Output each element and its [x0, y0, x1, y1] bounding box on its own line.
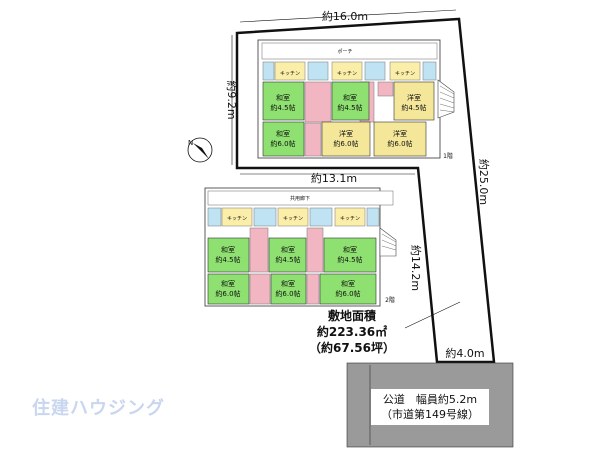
porch — [261, 42, 438, 60]
kitchen-1f-c — [389, 61, 421, 81]
room-2f-r1-c — [323, 237, 377, 273]
svg-text:和室: 和室 — [276, 129, 290, 138]
bath-2f-d — [366, 207, 380, 227]
kitchen-2f-c — [334, 207, 366, 227]
hall-1f-c — [304, 122, 322, 157]
floor-2-label: 2階 — [385, 296, 395, 304]
dim-top: 約16.0m — [322, 9, 368, 23]
hall-2f-c — [249, 273, 271, 305]
svg-text:洋室: 洋室 — [407, 93, 421, 102]
room-1f-r1-a — [262, 81, 305, 121]
svg-text:約6.0帖: 約6.0帖 — [335, 289, 360, 298]
room-1f-r2-a — [262, 121, 305, 157]
svg-text:約6.0帖: 約6.0帖 — [270, 139, 295, 148]
svg-text:和室: 和室 — [341, 279, 355, 288]
svg-text:約6.0帖: 約6.0帖 — [215, 289, 240, 298]
svg-text:約4.5帖: 約4.5帖 — [215, 255, 240, 264]
kitchen-1f-a — [274, 61, 306, 81]
site-area-sqm: 約223.36㎡ — [317, 324, 387, 339]
room-2f-r2-b — [270, 273, 307, 305]
dim-middle: 約13.1m — [311, 171, 357, 185]
dim-right: 約25.0m — [477, 159, 491, 205]
svg-text:キッチン: キッチン — [395, 71, 415, 77]
site-boundary — [235, 17, 496, 364]
road-label-box — [371, 389, 489, 425]
dim-inner-right: 約14.2m — [409, 245, 423, 291]
kitchen-2f-b — [277, 207, 309, 227]
svg-text:約4.5帖: 約4.5帖 — [337, 103, 362, 112]
svg-text:約4.5帖: 約4.5帖 — [275, 255, 300, 264]
kitchen-2f-a — [221, 207, 253, 227]
floor-plan-2f: 共用廊下 キッチン キッチン キッチン 和室 約4.5帖 和室 約4.5帖 和室… — [204, 187, 397, 307]
svg-text:和室: 和室 — [221, 245, 235, 254]
floor-1-label: 1階 — [443, 152, 453, 160]
dim-road-frontage: 約4.0m — [445, 346, 484, 360]
site-area-label: 敷地面積 — [328, 308, 377, 323]
hall-2f-d — [306, 273, 320, 305]
porch-label: ポーチ — [337, 48, 352, 55]
svg-text:約6.0帖: 約6.0帖 — [333, 139, 358, 148]
svg-text:和室: 和室 — [221, 279, 235, 288]
hall-1f-a — [304, 81, 332, 123]
diag-dim-line — [404, 301, 461, 329]
svg-text:和室: 和室 — [276, 93, 290, 102]
svg-text:約4.5帖: 約4.5帖 — [337, 255, 362, 264]
room-2f-r2-a — [207, 273, 250, 305]
svg-text:洋室: 洋室 — [393, 129, 407, 138]
room-1f-r2-b — [321, 121, 371, 157]
svg-text:キッチン: キッチン — [337, 71, 357, 77]
site-area-tsubo: （約67.56坪） — [309, 340, 395, 355]
svg-text:約6.0帖: 約6.0帖 — [387, 139, 412, 148]
room-1f-r1-c — [393, 81, 435, 121]
bath-1f-d — [422, 61, 437, 81]
road-number: （市道第149号線） — [381, 407, 479, 421]
svg-text:キッチン: キッチン — [280, 71, 300, 77]
road-name: 公道 幅員約5.2m — [383, 392, 477, 406]
svg-text:キッチン: キッチン — [227, 216, 247, 222]
bath-1f-b — [307, 61, 329, 81]
svg-text:キッチン: キッチン — [340, 216, 360, 222]
hall-2f-b — [306, 227, 324, 273]
svg-text:キッチン: キッチン — [283, 216, 303, 222]
floor-plan-1f: ポーチ キッチン キッチン キッチン 和室 約4.5帖 和室 約4.5帖 洋室 … — [257, 39, 455, 160]
hall-1f-d — [377, 81, 394, 97]
hall-2f-a — [249, 227, 269, 273]
watermark-logo: 住建ハウジング — [32, 397, 165, 419]
svg-text:約4.5帖: 約4.5帖 — [401, 103, 426, 112]
room-2f-r1-a — [207, 237, 250, 273]
svg-text:約4.5帖: 約4.5帖 — [270, 103, 295, 112]
kitchen-1f-b — [331, 61, 363, 81]
bath-2f-b — [253, 207, 277, 227]
svg-text:和室: 和室 — [343, 245, 357, 254]
svg-text:和室: 和室 — [281, 245, 295, 254]
svg-text:和室: 和室 — [343, 93, 357, 102]
room-2f-r1-b — [268, 237, 307, 273]
svg-text:約6.0帖: 約6.0帖 — [275, 289, 300, 298]
room-1f-r1-b — [331, 81, 370, 121]
stairs-1f — [437, 79, 455, 119]
bath-2f-c — [309, 207, 333, 227]
corridor-label: 共用廊下 — [290, 195, 310, 202]
top-dim-line — [239, 9, 457, 23]
bath-1f-a — [262, 61, 275, 81]
north-arrow-icon: N — [187, 137, 213, 163]
svg-text:洋室: 洋室 — [339, 129, 353, 138]
svg-text:N: N — [188, 139, 193, 147]
bath-2f-a — [207, 207, 222, 227]
shared-corridor — [207, 190, 394, 206]
bath-1f-c — [364, 61, 386, 81]
stairs-2f — [379, 227, 397, 257]
room-2f-r2-c — [319, 273, 377, 305]
room-1f-r2-c — [373, 121, 427, 157]
svg-text:和室: 和室 — [281, 279, 295, 288]
